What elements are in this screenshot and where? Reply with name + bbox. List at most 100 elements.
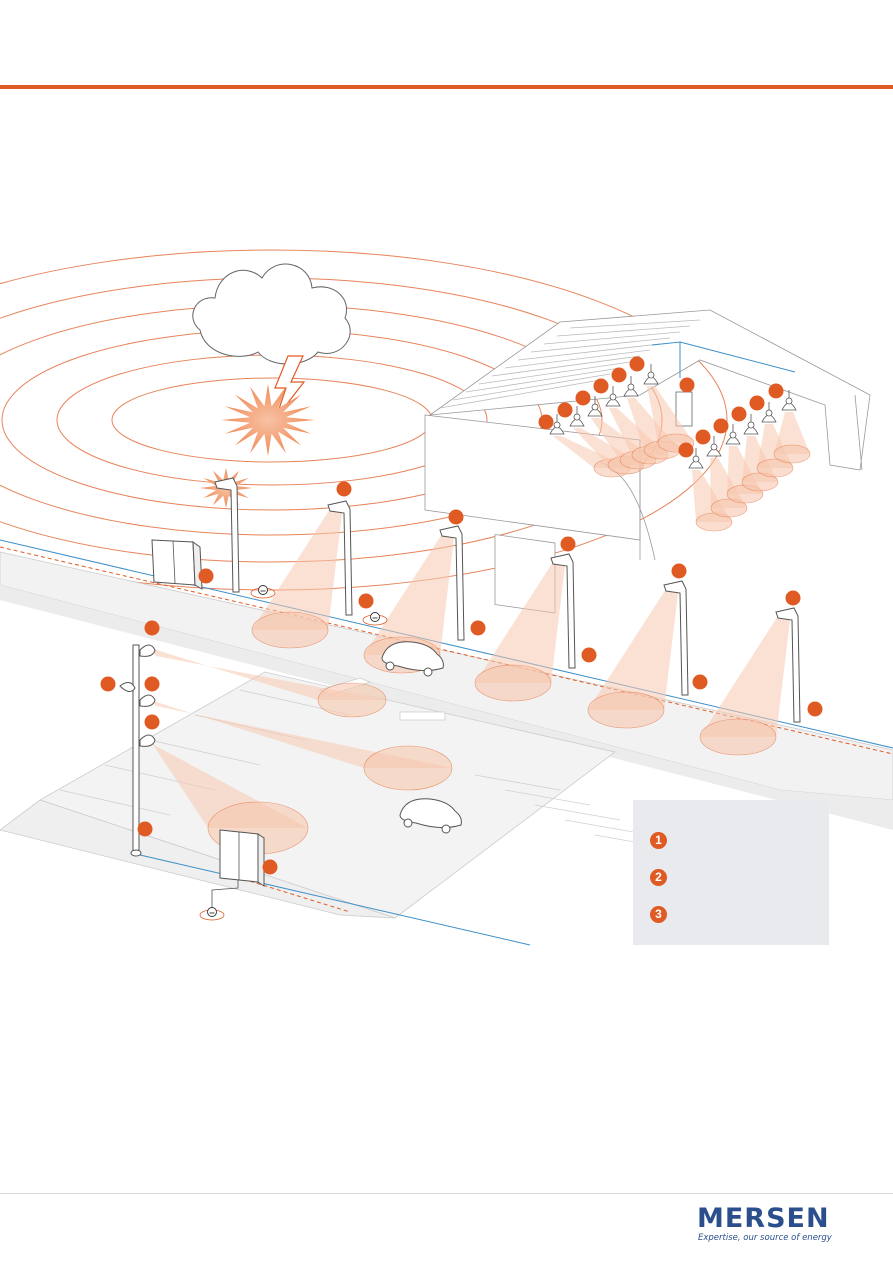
numbered-marker [538,414,554,430]
pendant-lamps [549,364,797,469]
parking-stripe [149,739,261,766]
cabinet-icon [151,539,203,590]
pendant-lamp-icon [549,414,565,435]
light-pool [710,498,748,518]
street-lamp-icon [663,580,689,696]
light-pool [756,458,794,478]
roof-slat [478,361,631,385]
roof-slat [530,337,671,353]
lightning-impact-burst [221,384,315,456]
pendant-lamp-icon [569,406,585,427]
light-pool [773,444,811,464]
numbered-marker [358,593,374,609]
numbered-marker [692,674,708,690]
header-rule [0,85,893,89]
pendant-lamp-icon [605,386,621,407]
numbered-marker [144,620,160,636]
light-cone [475,562,565,683]
numbered-marker [785,590,801,606]
parking-stripe [504,789,591,806]
numbered-marker [731,406,747,422]
pendant-lamp-icon [706,436,722,457]
numbered-marker [137,821,153,837]
parking-stripe [59,789,171,816]
light-cone [364,534,454,655]
numbered-marker [100,676,116,692]
parking-stripe [474,774,561,791]
street-lamp-icon [214,477,240,593]
pendant-lamp-icon [781,390,797,411]
numbered-marker [448,509,464,525]
roof-slat [543,331,681,345]
footer-rule [0,1193,893,1194]
numbered-marker [557,402,573,418]
numbered-marker [262,859,278,875]
light-cone [647,386,694,443]
legend-item-1: 1 [650,830,810,850]
numbered-marker [749,395,765,411]
numbered-marker [678,442,694,458]
pendant-lamp-icon [587,396,603,417]
numbered-marker [470,620,486,636]
numbered-marker [144,714,160,730]
roof-slat [465,367,621,393]
legend-badge-1: 1 [650,831,667,849]
light-cone [588,589,678,710]
distribution-board-icon [675,391,693,427]
street-lamp-icon [550,553,576,669]
numbered-marker [611,367,627,383]
numbered-markers [100,356,823,875]
parking-stripe [534,804,621,821]
light-beams [150,386,811,855]
pendant-lamp-icon [623,376,639,397]
car-icon [381,641,462,834]
logo-tagline: Expertise, our source of energy [698,1233,832,1243]
legend-badge-2: 2 [650,868,667,886]
legend-item-2: 2 [650,867,810,887]
logo-wordmark: MERSEN [697,1203,830,1234]
numbered-marker [198,568,214,584]
light-cone [252,509,342,630]
numbered-marker [768,383,784,399]
floodlight-pole [119,644,156,857]
pendant-lamp-icon [743,414,759,435]
lightning-icon [274,355,306,419]
street-lamp-icon [327,500,353,616]
roof-slat [504,349,651,369]
light-cone [774,412,810,454]
cabinet-icon-parking [211,829,265,908]
roof-slat [517,343,661,361]
street-lamps [214,477,801,723]
numbered-marker [671,563,687,579]
roof-slat [491,355,641,377]
roof-slat [452,373,611,401]
legend-badge-3: 3 [650,905,667,923]
ground-icon [362,612,388,626]
light-pool [699,718,777,756]
roof-slat [556,325,691,337]
numbered-marker [144,676,160,692]
building [424,309,871,614]
light-pool [587,691,665,729]
numbered-marker [629,356,645,372]
cloud-icon [192,263,351,365]
roof-slat [569,319,701,329]
light-cone [700,616,790,737]
mersen-logo: MERSEN Expertise, our source of energy [697,1203,837,1246]
light-pool [363,745,453,791]
roof-slat [439,379,601,409]
pendant-lamp-icon [688,448,704,469]
street-lamp-icon [439,525,465,641]
parking-lot [0,671,681,946]
ground-icon [250,585,276,599]
legend-panel: 1 2 3 [633,800,829,945]
light-pool [317,682,387,718]
pendant-lamp-icon [643,364,659,385]
numbered-marker [695,429,711,445]
light-pool [251,611,329,649]
legend-item-3: 3 [650,904,810,924]
numbered-marker [679,377,695,393]
pendant-lamp-icon [725,424,741,445]
pendant-lamp-icon [761,402,777,423]
